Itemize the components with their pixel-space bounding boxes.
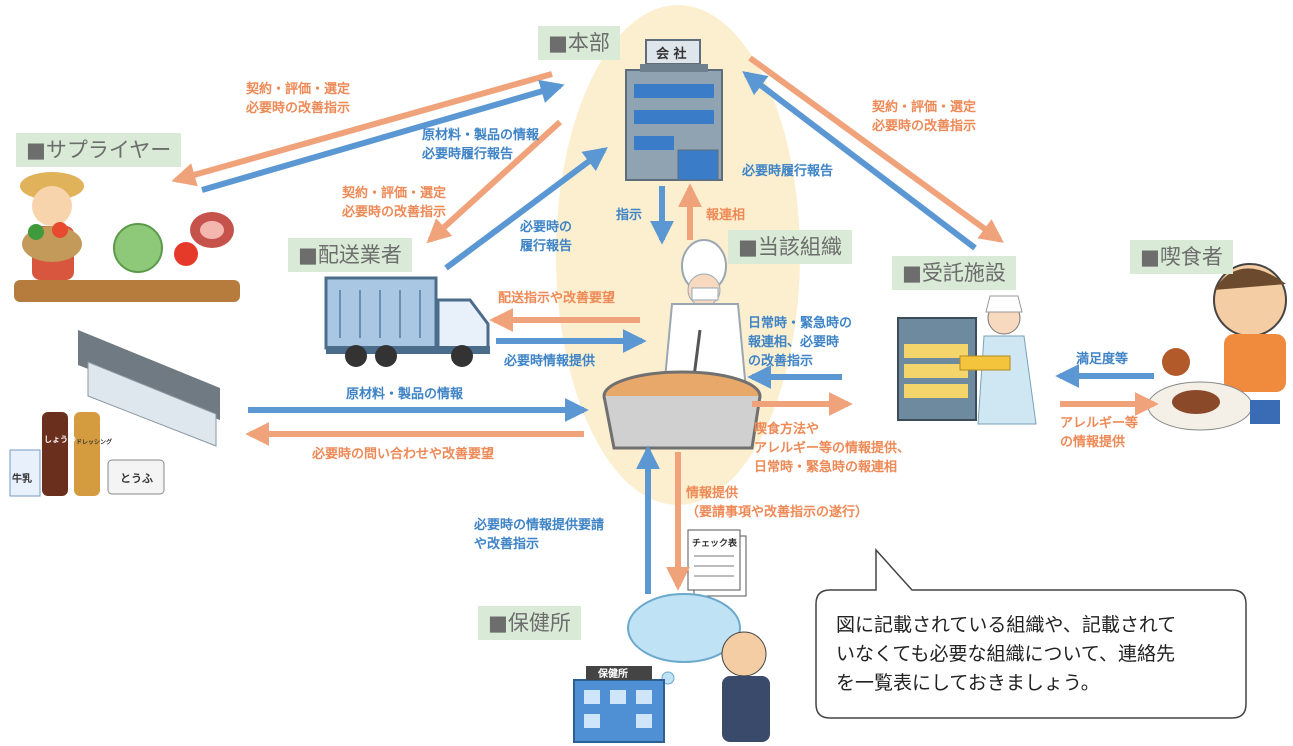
label-jutaku-to-kisshoku: アレルギー等 の情報提供 [1060,416,1139,450]
label-tougai-to-haisou: 配送指示や改善要望 [498,291,616,306]
label-tougai-to-hokenjo: 情報提供 （要請事項や改善指示の遂行） [686,486,869,520]
node-hokenjo: ■保健所 [478,606,581,640]
label-supplier-to-tougai: 原材料・製品の情報 [346,387,464,402]
farmer-supplier-icon [14,172,240,302]
label-hokenjo-to-tougai: 必要時の情報提供要請 や改善指示 [474,518,605,552]
label-tougai-to-supplier: 必要時の問い合わせや改善要望 [312,447,495,462]
label-honbu-to-jutaku: 契約・評価・選定 必要時の改善指示 [872,100,977,134]
arrow-honbu-to-supplier [171,71,553,187]
soy-sauce-text: しょうゆ [44,435,76,444]
headquarters-building-icon [625,39,723,181]
label-haisou-to-honbu: 必要時の 履行報告 [520,220,573,254]
node-haisou: ■配送業者 [288,238,412,272]
diner-eating-icon [1147,263,1287,431]
hokenjo-sign-text: 保健所 [597,667,628,680]
label-tougai-to-jutaku: 喫食方法や アレルギー等の情報提供、 日常時・緊急時の報連相 [754,422,911,475]
node-honbu: ■本部 [538,26,620,60]
building-sign-text: 会 社 [656,46,687,62]
delivery-truck-icon [324,276,490,367]
health-center-icon [573,593,770,743]
label-tougai-to-honbu: 報連相 [706,208,746,223]
arrow-haisou-to-honbu [444,147,608,271]
node-supplier: ■サプライヤー [16,133,182,167]
milk-text: 牛乳 [12,472,32,485]
arrow-jutaku-to-honbu [742,71,977,251]
arrow-honbu-to-jutaku [748,55,1004,243]
callout-box [815,548,1247,719]
label-honbu-to-tougai: 指示 [616,208,643,223]
store-products-icon [9,330,220,497]
facility-worker-icon [897,295,1037,425]
label-jutaku-to-honbu: 必要時履行報告 [742,164,834,179]
callout-text: 図に記載されている組織や、記載されて いなくても必要な組織について、連絡先 を一… [836,614,1177,694]
node-tougai: ■当該組織 [728,230,852,264]
arrow-supplier-to-honbu [201,79,565,193]
label-honbu-to-haisou: 契約・評価・選定 必要時の改善指示 [342,186,447,220]
label-jutaku-to-tougai: 日常時・緊急時の 報連相、必要時 の改善指示 [748,316,853,369]
node-kisshoku: ■喫食者 [1130,240,1233,274]
tofu-text: とうふ [120,472,153,485]
checklist-sheets-icon [687,529,747,597]
label-honbu-to-supplier: 契約・評価・選定 必要時の改善指示 [246,82,351,116]
label-haisou-to-tougai: 必要時情報提供 [504,354,596,369]
label-supplier-to-honbu: 原材料・製品の情報 必要時履行報告 [422,128,540,162]
dressing-text: ドレッシング [76,438,112,446]
chef-cooking-icon [602,239,762,450]
node-jutaku: ■受託施設 [892,256,1016,290]
arrow-honbu-to-haisou [426,119,563,244]
checklist-text: チェック表 [692,537,738,549]
label-kisshoku-to-jutaku: 満足度等 [1076,352,1129,367]
